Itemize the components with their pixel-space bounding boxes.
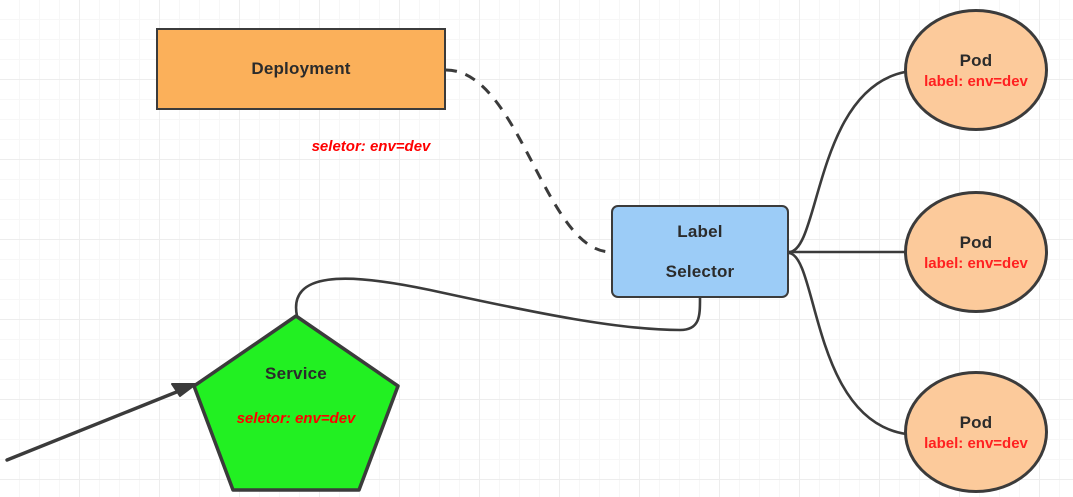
node-service-label: Service	[265, 364, 327, 383]
node-service-selector-text: seletor: env=dev	[236, 410, 356, 427]
edge-deployment-to-label-selector	[445, 68, 612, 254]
node-service[interactable]: Service seletor: env=dev	[190, 312, 402, 494]
edge-label-selector-to-pod-3	[787, 251, 908, 436]
edge-label-selector-to-pod-1	[787, 70, 907, 254]
node-pod-3-label: Pod	[959, 412, 993, 432]
node-label-selector[interactable]: Label Selector	[611, 205, 789, 298]
node-pod-3[interactable]: Pod label: env=dev	[904, 371, 1048, 493]
node-label-selector-line2: Selector	[665, 261, 735, 281]
edge-incoming-traffic-to-service	[5, 383, 197, 462]
deployment-selector-text: seletor: env=dev	[311, 138, 431, 155]
node-pod-3-caption: label: env=dev	[924, 434, 1028, 452]
node-label-selector-line1: Label	[677, 221, 723, 241]
node-pod-2-label: Pod	[959, 232, 993, 252]
deployment-selector-caption: seletor: env=dev	[286, 138, 456, 156]
node-pod-2-caption: label: env=dev	[924, 254, 1028, 272]
node-pod-1-caption: label: env=dev	[924, 72, 1028, 90]
node-pod-1[interactable]: Pod label: env=dev	[904, 9, 1048, 131]
node-pod-1-label: Pod	[959, 50, 993, 70]
node-deployment-label: Deployment	[251, 59, 351, 78]
node-deployment[interactable]: Deployment	[156, 28, 446, 110]
pentagon-shape	[192, 314, 400, 492]
node-pod-2[interactable]: Pod label: env=dev	[904, 191, 1048, 313]
